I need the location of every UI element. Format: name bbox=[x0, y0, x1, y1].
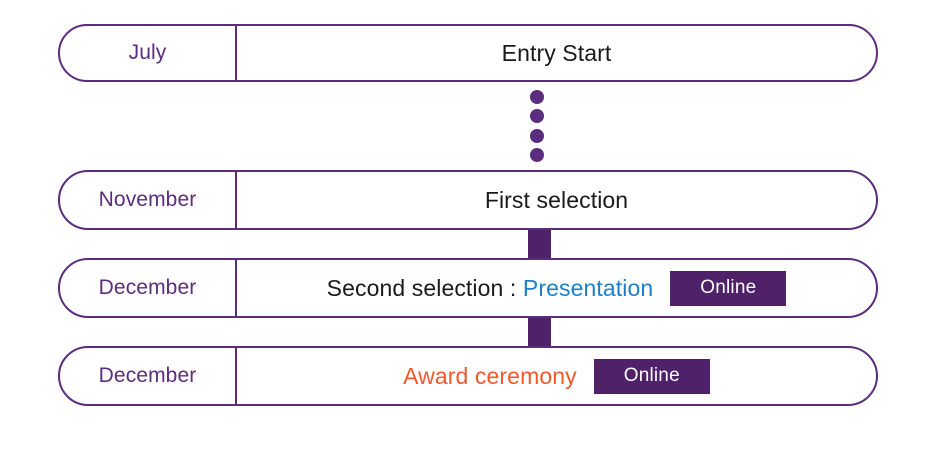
timeline-event-body: First selection bbox=[237, 172, 876, 228]
timeline-event-body: Entry Start bbox=[237, 26, 876, 80]
status-badge-online: Online bbox=[670, 270, 787, 306]
timeline-month-label: December bbox=[60, 348, 237, 404]
timeline-row-july: July Entry Start bbox=[58, 24, 878, 82]
connector-solid bbox=[528, 230, 551, 259]
timeline-month-label: November bbox=[60, 172, 237, 228]
timeline-event-body: Second selection : Presentation Online bbox=[237, 260, 876, 316]
connector-dot bbox=[530, 90, 544, 104]
timeline-event-label: Entry Start bbox=[501, 39, 612, 66]
connector-dot bbox=[530, 128, 544, 143]
timeline-month-label: July bbox=[60, 26, 237, 80]
connector-solid bbox=[528, 318, 551, 347]
timeline-month-label: December bbox=[60, 260, 237, 316]
timeline-event-label: Award ceremony bbox=[403, 362, 577, 389]
timeline-row-november: November First selection bbox=[58, 170, 878, 230]
timeline-event-label: Second selection : Presentation bbox=[327, 275, 654, 302]
status-badge-online: Online bbox=[593, 358, 710, 394]
connector-dot bbox=[530, 109, 544, 124]
timeline-event-label: First selection bbox=[484, 186, 629, 213]
timeline-event-prefix: Second selection : bbox=[326, 274, 523, 301]
timeline-event-body: Award ceremony Online bbox=[237, 348, 876, 404]
connector-dotted bbox=[529, 90, 545, 162]
timeline-event-highlight: Presentation bbox=[522, 274, 654, 301]
timeline-row-december-award: December Award ceremony Online bbox=[58, 346, 878, 406]
timeline-row-december-selection: December Second selection : Presentation… bbox=[58, 258, 878, 318]
connector-dot bbox=[530, 147, 544, 162]
